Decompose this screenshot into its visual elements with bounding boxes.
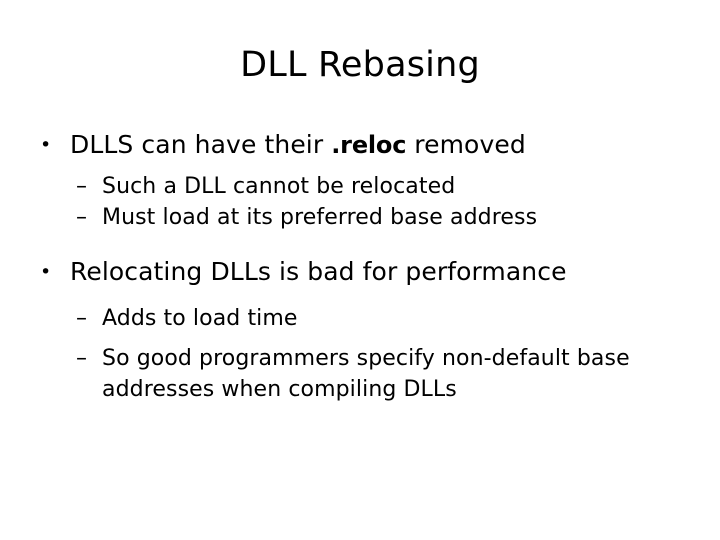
sub-bullet-marker-icon: – <box>76 174 88 199</box>
sub-bullet-marker-icon: – <box>76 306 88 331</box>
bullet-item-preferred-base-address: –Must load at its preferred base address <box>0 202 720 233</box>
bullet-text: Relocating DLLs is bad for performance <box>70 257 567 286</box>
spacer <box>0 233 720 255</box>
bullet-item-relocating-bad-for-performance: • Relocating DLLs is bad for performance <box>0 255 720 289</box>
sub-bullet-text: Must load at its preferred base address <box>102 205 538 230</box>
bullet-marker-icon: • <box>40 261 52 283</box>
spacer <box>0 334 720 343</box>
bullet-item-cannot-be-relocated: –Such a DLL cannot be relocated <box>0 171 720 202</box>
spacer <box>0 162 720 171</box>
sub-bullet-text: Such a DLL cannot be relocated <box>102 174 456 199</box>
sub-bullet-text-continuation: addresses when compiling DLLs <box>102 377 457 402</box>
bullet-item-non-default-base-addresses: –So good programmers specify non-default… <box>0 343 720 405</box>
bullet-item-dlls-reloc-removed: • DLLS can have their .reloc removed <box>0 128 720 162</box>
sub-bullet-marker-icon: – <box>76 205 88 230</box>
sub-bullet-text: Adds to load time <box>102 306 298 331</box>
bullet-text-prefix: DLLS can have their <box>70 130 332 159</box>
bullet-marker-icon: • <box>40 134 52 156</box>
spacer <box>0 289 720 303</box>
code-literal-reloc: .reloc <box>331 131 407 159</box>
bullet-item-adds-to-load-time: –Adds to load time <box>0 303 720 334</box>
sub-bullet-marker-icon: – <box>76 346 88 371</box>
sub-bullet-text: So good programmers specify non-default … <box>102 346 630 371</box>
slide-body: •DLLS can have their .reloc removed –Suc… <box>0 128 720 405</box>
bullet-text-suffix: removed <box>406 130 526 159</box>
page-title: DLL Rebasing <box>240 45 480 85</box>
